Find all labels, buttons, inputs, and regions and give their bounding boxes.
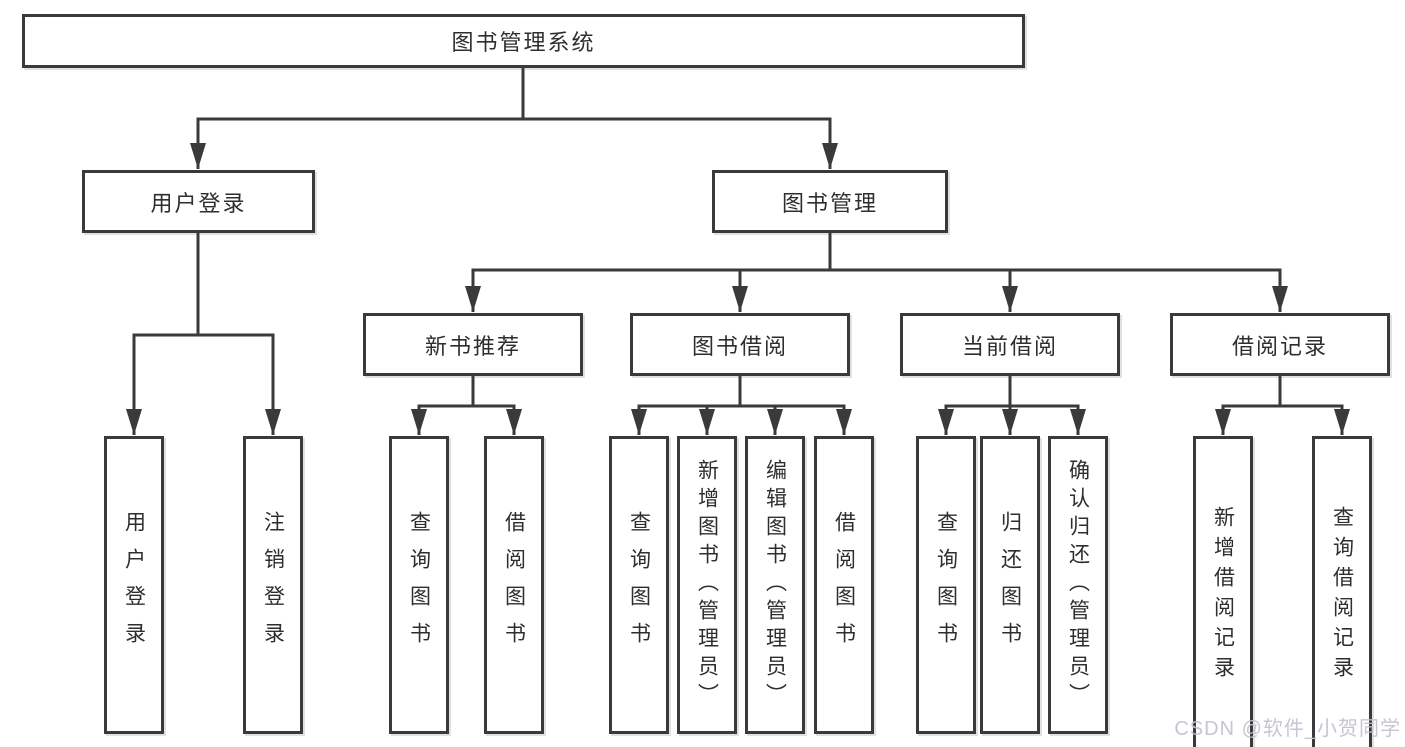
node-root: 图书管理系统 — [22, 14, 1025, 68]
watermark: CSDN @软件_小贺同学 — [1174, 718, 1401, 740]
leaf-record-query-borrow-record-label: 查询借阅记录 — [1330, 506, 1354, 686]
node-book-management-label: 图书管理 — [781, 190, 878, 216]
node-borrow-record-label: 借阅记录 — [1231, 333, 1328, 359]
node-book-management: 图书管理 — [712, 170, 948, 233]
leaf-current-confirm-return-admin-label: 确认归还（管理员） — [1066, 459, 1090, 711]
leaf-borrow-add-book-admin-label: 新增图书（管理员） — [695, 459, 719, 711]
leaf-newrec-borrow-book-label: 借阅图书 — [502, 511, 526, 659]
leaf-logout: 注销登录 — [243, 436, 303, 734]
leaf-logout-label: 注销登录 — [261, 511, 285, 659]
leaf-newrec-query-book-label: 查询图书 — [407, 511, 431, 659]
node-new-book-recommend: 新书推荐 — [363, 313, 583, 376]
node-user-login: 用户登录 — [82, 170, 315, 233]
leaf-current-return-book-label: 归还图书 — [998, 511, 1022, 659]
leaf-record-query-borrow-record: 查询借阅记录 — [1312, 436, 1372, 747]
leaf-record-add-borrow-record: 新增借阅记录 — [1193, 436, 1253, 747]
node-book-borrow-label: 图书借阅 — [691, 333, 788, 359]
leaf-user-login: 用户登录 — [104, 436, 164, 734]
leaf-current-query-book: 查询图书 — [916, 436, 976, 734]
leaf-current-confirm-return-admin: 确认归还（管理员） — [1048, 436, 1108, 734]
leaf-borrow-query-book-label: 查询图书 — [627, 511, 651, 659]
leaf-current-query-book-label: 查询图书 — [934, 511, 958, 659]
leaf-newrec-query-book: 查询图书 — [389, 436, 449, 734]
leaf-borrow-edit-book-admin: 编辑图书（管理员） — [745, 436, 805, 734]
leaf-borrow-borrow-book: 借阅图书 — [814, 436, 874, 734]
leaf-borrow-add-book-admin: 新增图书（管理员） — [677, 436, 737, 734]
node-current-borrow: 当前借阅 — [900, 313, 1120, 376]
node-borrow-record: 借阅记录 — [1170, 313, 1390, 376]
leaf-current-return-book: 归还图书 — [980, 436, 1040, 734]
node-book-borrow: 图书借阅 — [630, 313, 850, 376]
leaf-borrow-borrow-book-label: 借阅图书 — [832, 511, 856, 659]
node-new-book-recommend-label: 新书推荐 — [424, 333, 521, 359]
node-current-borrow-label: 当前借阅 — [961, 333, 1058, 359]
leaf-record-add-borrow-record-label: 新增借阅记录 — [1211, 506, 1235, 686]
node-user-login-label: 用户登录 — [150, 190, 247, 216]
leaf-newrec-borrow-book: 借阅图书 — [484, 436, 544, 734]
node-root-label: 图书管理系统 — [451, 30, 596, 55]
leaf-borrow-query-book: 查询图书 — [609, 436, 669, 734]
leaf-user-login-label: 用户登录 — [122, 511, 146, 659]
leaf-borrow-edit-book-admin-label: 编辑图书（管理员） — [763, 459, 787, 711]
